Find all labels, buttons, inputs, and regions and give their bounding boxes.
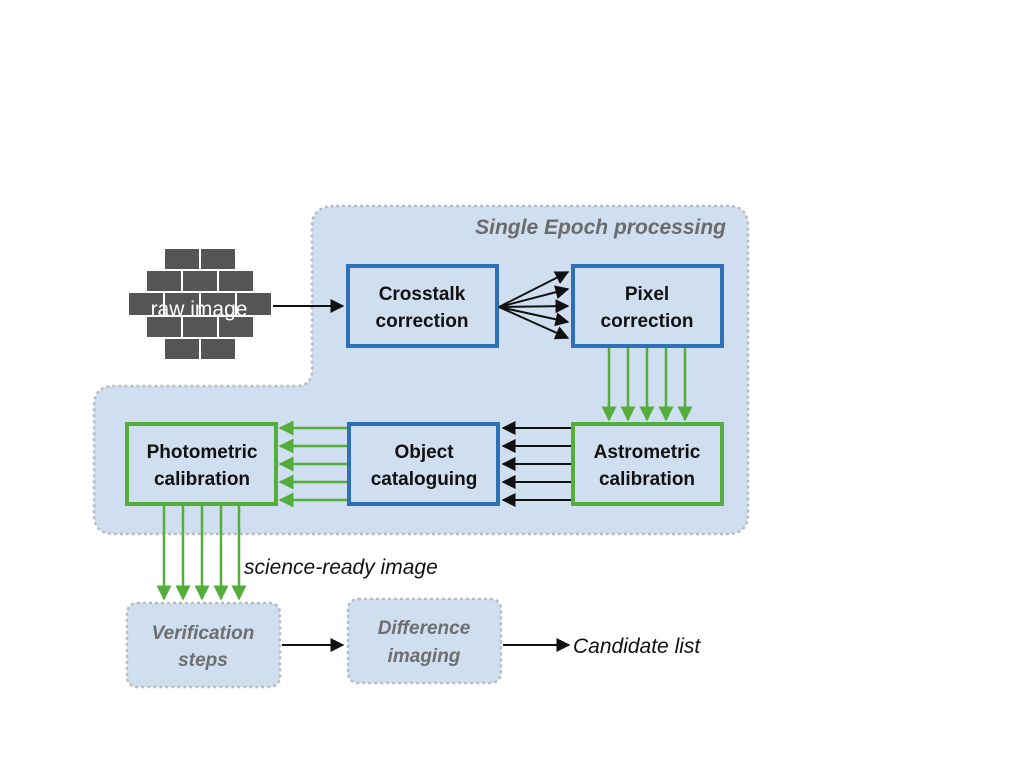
crosstalk-line1: Crosstalk [379,284,466,305]
astrometric-line1: Astrometric [594,442,701,463]
verification-line1: Verification [152,623,255,644]
verification-line2: steps [178,650,228,671]
candidate-list-label: Candidate list [573,635,701,658]
verification-steps-box [125,601,282,689]
object-cataloguing-box [347,422,500,506]
crosstalk-correction-box [346,264,499,348]
pixel-correction-box [571,264,724,348]
object-line2: cataloguing [371,469,478,490]
arrows-crosstalk-to-pixel [498,271,570,340]
difference-imaging-box [346,597,503,685]
astrometric-line2: calibration [599,469,695,490]
astrometric-calibration-box [571,422,724,506]
difference-line1: Difference [378,618,471,639]
arrows-pixel-to-astrometric [601,348,693,422]
arrows-photometric-to-verification [156,506,247,601]
photometric-calibration-box [125,422,278,506]
science-ready-image-label: science-ready image [244,556,438,579]
difference-line2: imaging [388,646,461,667]
pixel-line2: correction [601,311,694,332]
photometric-line2: calibration [154,469,250,490]
arrows-object-to-photometric [278,420,347,508]
raw-image-icon [127,247,273,361]
photometric-line1: Photometric [147,442,258,463]
pixel-line1: Pixel [625,284,669,305]
object-line1: Object [394,442,454,463]
crosstalk-line2: correction [376,311,469,332]
raw-image-label: raw image [151,298,248,321]
arrows-astrometric-to-object [501,421,571,507]
region-title: Single Epoch processing [475,216,726,239]
